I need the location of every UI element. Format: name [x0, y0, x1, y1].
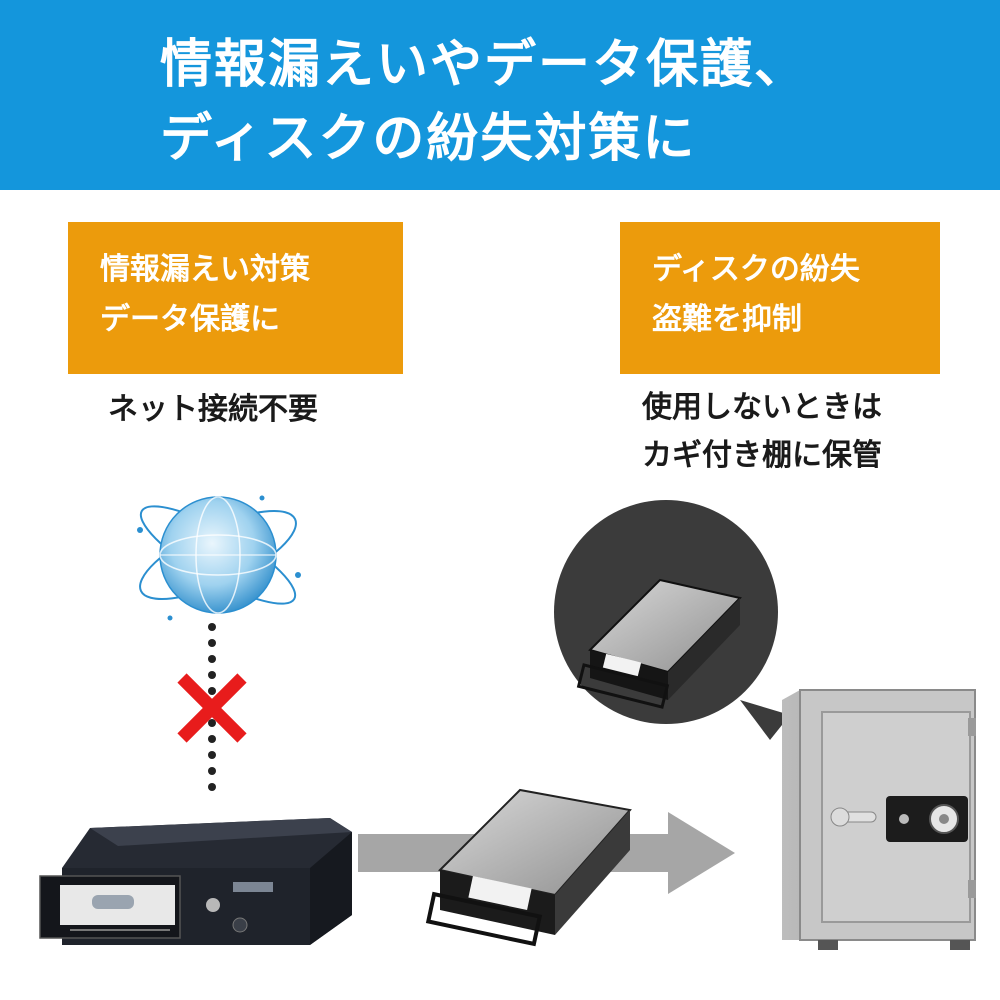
right-caption: 使用しないときは カギ付き棚に保管	[612, 384, 912, 480]
right-caption-line1: 使用しないときは	[642, 390, 882, 425]
banner-title-line1: 情報漏えいやデータ保護、	[160, 35, 809, 95]
hdd-enclosure-icon	[39, 818, 352, 945]
zoom-callout	[554, 500, 790, 740]
right-feature-box: ディスクの紛失 盗難を抑制	[620, 222, 940, 374]
safe-icon	[782, 689, 976, 950]
right-feature-line1: ディスクの紛失	[652, 252, 860, 287]
cross-icon	[177, 673, 247, 743]
banner-title-line2: ディスクの紛失対策に	[160, 109, 697, 169]
left-caption: ネット接続不要	[108, 392, 318, 427]
left-feature-line2: データ保護に	[100, 302, 280, 337]
right-feature-line2: 盗難を抑制	[652, 302, 802, 337]
left-feature-box: 情報漏えい対策 データ保護に	[68, 222, 403, 374]
header-banner: 情報漏えいやデータ保護、 ディスクの紛失対策に	[0, 0, 1000, 190]
dotted-connection-line	[208, 623, 216, 791]
right-caption-line2: カギ付き棚に保管	[642, 438, 882, 473]
drive-tray-icon	[425, 788, 632, 947]
left-feature-line1: 情報漏えい対策	[100, 252, 310, 287]
globe-icon	[137, 495, 301, 621]
